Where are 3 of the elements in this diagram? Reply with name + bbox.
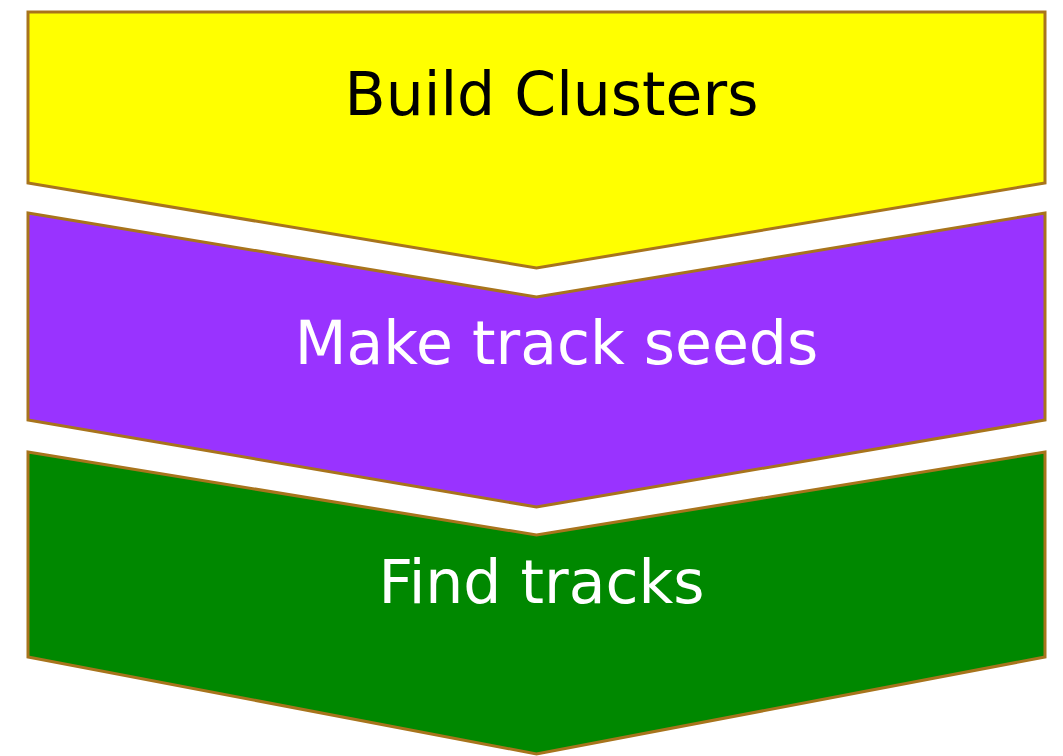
step-label: Make track seeds [294, 308, 819, 378]
step-label: Find tracks [378, 547, 705, 617]
step-label: Build Clusters [344, 59, 759, 129]
